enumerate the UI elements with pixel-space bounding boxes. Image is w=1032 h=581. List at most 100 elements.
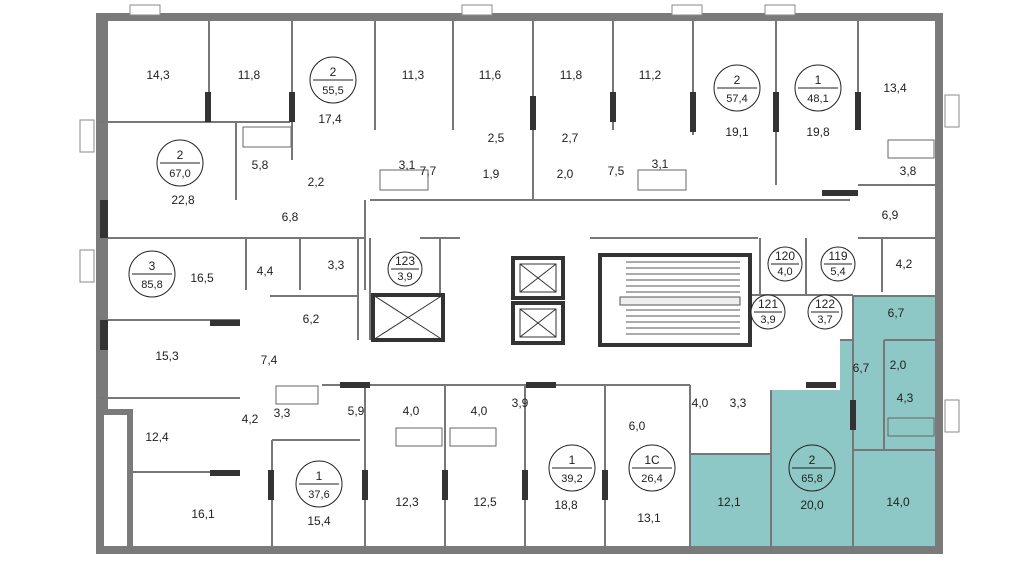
- badge-rooms: 2: [809, 453, 816, 467]
- badge-area: 39,2: [561, 473, 582, 485]
- badge-area: 37,6: [308, 489, 329, 501]
- room-area-label: 4,2: [896, 257, 913, 271]
- room-area-label: 18,8: [554, 498, 578, 512]
- badge-area: 65,8: [801, 473, 822, 485]
- room-area-label: 7,4: [261, 353, 278, 367]
- room-area-label: 12,1: [717, 495, 741, 509]
- room-area-label: 16,1: [191, 507, 215, 521]
- badge-area: 85,8: [141, 279, 162, 291]
- room-area-label: 4,3: [897, 391, 914, 405]
- badge-area: 26,4: [641, 473, 662, 485]
- room-area-label: 15,4: [307, 514, 331, 528]
- room-area-label: 2,2: [308, 175, 325, 189]
- room-area-label: 7,7: [420, 164, 437, 178]
- room-area-label: 6,7: [888, 306, 905, 320]
- room-area-label: 4,0: [471, 404, 488, 418]
- room-area-label: 14,0: [886, 495, 910, 509]
- apartment-badge-apt-48-1[interactable]: 148,1: [794, 64, 842, 112]
- room-area-label: 2,5: [488, 131, 505, 145]
- room-area-label: 3,3: [274, 406, 291, 420]
- room-area-label: 3,1: [399, 158, 416, 172]
- badge-area: 55,5: [322, 85, 343, 97]
- room-area-label: 6,2: [303, 312, 320, 326]
- room-area-label: 4,0: [692, 396, 709, 410]
- badge-rooms: 2: [734, 73, 741, 87]
- room-area-label: 17,4: [318, 112, 342, 126]
- room-area-label: 6,7: [853, 361, 870, 375]
- room-area-label: 7,5: [608, 164, 625, 178]
- room-area-label: 11,8: [560, 68, 583, 82]
- room-area-label: 12,4: [145, 430, 169, 444]
- apartment-badge-apt-55-5[interactable]: 255,5: [309, 56, 357, 104]
- apartment-badge-apt-37-6[interactable]: 137,6: [295, 460, 343, 508]
- room-area-label: 3,8: [900, 164, 917, 178]
- room-area-label: 3,3: [328, 258, 345, 272]
- apartment-badge-apt-57-4[interactable]: 257,4: [713, 64, 761, 112]
- badge-area: 67,0: [169, 168, 190, 180]
- badge-rooms: 121: [758, 297, 778, 311]
- badge-rooms: 1С: [644, 453, 660, 467]
- room-area-label: 5,9: [348, 404, 365, 418]
- badge-rooms: 2: [330, 65, 337, 79]
- badge-rooms: 119: [828, 249, 847, 263]
- room-area-label: 11,3: [402, 68, 425, 82]
- badge-rooms: 1: [569, 453, 576, 467]
- stairs: [619, 261, 741, 335]
- room-area-label: 11,8: [238, 68, 261, 82]
- badge-area: 3,9: [397, 271, 412, 283]
- room-area-label: 11,2: [639, 68, 662, 82]
- room-area-label: 11,6: [479, 68, 502, 82]
- badge-area: 4,0: [777, 266, 792, 278]
- badge-rooms: 1: [316, 469, 323, 483]
- apartment-badges: 267,0255,5257,4148,1385,8137,6139,21С26,…: [128, 56, 856, 508]
- structural-walls: [100, 92, 861, 500]
- room-area-label: 2,0: [890, 358, 907, 372]
- badge-area: 5,4: [830, 266, 845, 278]
- room-area-label: 19,8: [806, 125, 830, 139]
- badge-rooms: 122: [815, 297, 835, 311]
- badge-area: 57,4: [726, 93, 747, 105]
- room-area-label: 12,5: [473, 495, 497, 509]
- room-area-label: 16,5: [190, 271, 214, 285]
- apartment-badge-apt-39-2[interactable]: 139,2: [548, 444, 596, 492]
- highlighted-apartment[interactable]: [690, 296, 938, 548]
- apartment-badge-apt-26-4[interactable]: 1С 26,4: [628, 444, 676, 492]
- badge-rooms: 3: [149, 259, 156, 273]
- room-area-label: 5,8: [252, 158, 269, 172]
- room-area-label: 14,3: [146, 68, 170, 82]
- room-area-label: 4,4: [257, 264, 274, 278]
- apartment-badge-apt-67-0[interactable]: 267,0: [156, 139, 204, 187]
- room-area-label: 4,2: [242, 412, 259, 426]
- room-area-label: 3,3: [730, 396, 747, 410]
- badge-rooms: 1: [815, 73, 822, 87]
- room-area-label: 2,0: [557, 167, 574, 181]
- badge-rooms: 120: [775, 249, 795, 263]
- room-area-label: 12,3: [395, 495, 419, 509]
- room-area-label: 6,9: [882, 208, 899, 222]
- apartment-badge-apt-85-8[interactable]: 385,8: [128, 250, 176, 298]
- room-area-label: 3,1: [652, 157, 669, 171]
- room-area-label: 1,9: [483, 167, 500, 181]
- room-area-label: 15,3: [155, 349, 179, 363]
- badge-area: 3,9: [760, 314, 775, 326]
- room-area-label: 13,1: [637, 511, 661, 525]
- badge-rooms: 2: [177, 148, 184, 162]
- room-area-label: 6,0: [629, 419, 646, 433]
- badge-area: 48,1: [807, 93, 828, 105]
- walls: [79, 4, 960, 554]
- room-area-label: 13,4: [883, 81, 907, 95]
- core: [371, 253, 752, 347]
- badge-rooms: 123: [395, 254, 415, 268]
- bathtubs: [242, 126, 935, 447]
- room-area-label: 2,7: [562, 131, 579, 145]
- room-area-label: 22,8: [171, 193, 195, 207]
- apartment-badge-apt-65-8[interactable]: 265,8: [788, 444, 836, 492]
- room-area-label: 19,1: [725, 125, 749, 139]
